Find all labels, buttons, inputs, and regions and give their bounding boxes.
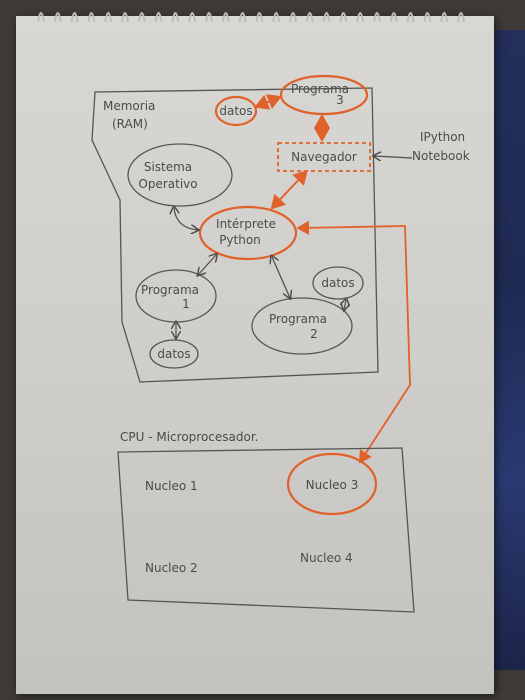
spiral-coil [272,12,281,23]
spiral-coil [221,12,230,23]
cpu-title: CPU - Microprocesador. [120,430,258,444]
spiral-coil [289,12,297,23]
programa2-label-1: Programa [269,312,327,326]
ipython-label-2: Notebook [412,149,470,163]
ipython-label-1: IPython [420,130,465,144]
interprete-label-1: Intérprete [216,217,276,231]
spiral-coil [53,12,62,23]
sistema-label-2: Operativo [138,177,197,191]
arrow-interprete-programa1 [198,255,216,275]
spiral-coil [87,12,96,23]
programa1-label-1: Programa [141,283,199,297]
spiral-coil [121,12,129,23]
spiral-coil [70,12,79,23]
core-nucleo3: Nucleo 3 [306,478,359,492]
arrow-ipython-navegador [374,156,413,158]
arrow-interprete-programa2 [272,257,290,298]
arrow-navegador-interprete [270,170,308,210]
datos-top-label: datos [219,104,252,118]
spiral-coil [406,12,415,23]
spiral-coil [188,12,197,23]
core-nucleo2: Nucleo 2 [145,561,198,575]
navegador-node [277,142,371,172]
core-nucleo3-highlight [286,452,378,516]
arrow-datos-programa2 [344,300,346,310]
spiral-coil [339,12,348,23]
interprete-label-2: Python [219,233,261,247]
spiral-coil [440,12,449,23]
programa2-node [251,297,353,355]
spiral-coil [457,12,465,23]
spiral-coil [205,12,213,23]
spiral-coil [137,12,146,23]
programa1-label-2: 1 [182,297,190,311]
spiral-coil [238,12,247,23]
memory-title: Memoria [103,99,155,113]
arrow-interprete-nucleo3 [296,220,411,464]
spiral-coil [37,12,45,23]
memory-box [91,87,379,383]
spiral-coil [171,12,180,23]
programa3-label-2: 3 [336,93,344,107]
spiral-coil [322,12,331,23]
sistema-label-1: Sistema [144,160,192,174]
cpu-box [117,447,415,613]
spiral-coil [154,12,163,23]
sistema-operativo-node [127,143,233,207]
spiral-coil [373,12,381,23]
programa2-label-2: 2 [310,327,318,341]
spiral-coil [104,12,113,23]
navegador-label: Navegador [291,150,357,164]
spiral-coil [305,12,314,23]
spiral-coil [255,12,264,23]
memory-subtitle: (RAM) [112,117,148,131]
datos-right-label: datos [321,276,354,290]
spiral-coil [423,12,432,23]
spiral-coil [389,12,398,23]
programa3-label-1: Programa [291,82,349,96]
notebook-page [16,16,494,694]
core-nucleo4: Nucleo 4 [300,551,353,565]
arrow-datos-programa3 [254,94,282,110]
arrow-sistema-interprete [174,208,198,230]
spiral-coil [356,12,365,23]
datos-top-node [214,95,258,127]
spiral-binding [37,12,465,23]
datos-bottom-left-label: datos [157,347,190,361]
core-nucleo1: Nucleo 1 [145,479,198,493]
